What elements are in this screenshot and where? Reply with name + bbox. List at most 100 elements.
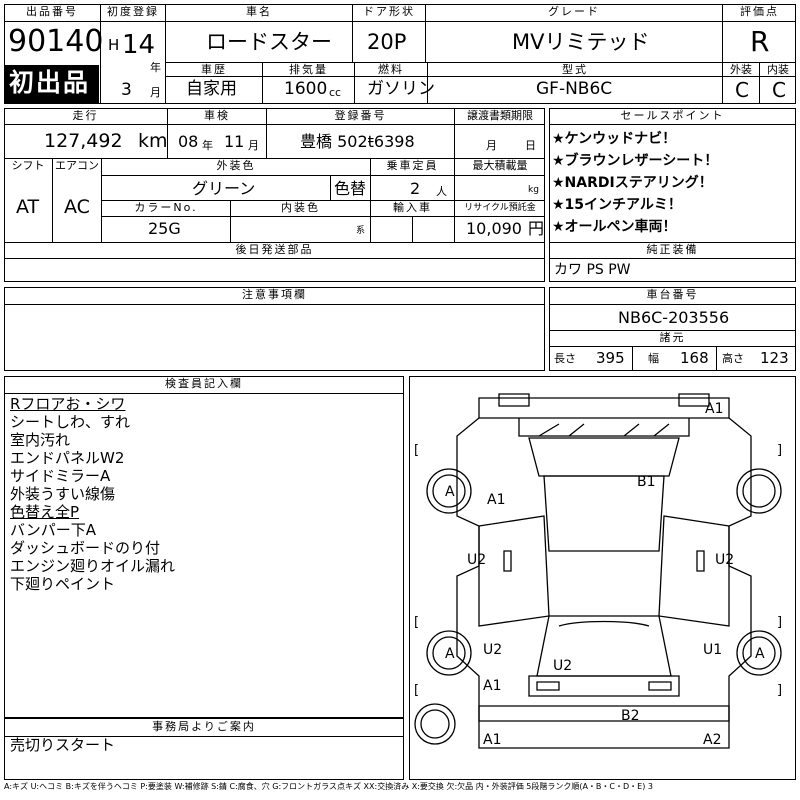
recycle-value: 10,090 [466, 219, 522, 238]
note-line: Rフロアお・シワ [10, 395, 126, 413]
fuel-value: ガソリン [367, 79, 435, 99]
mark-top-right: A1 [705, 401, 723, 417]
mark-rear-left-fender: U2 [483, 642, 502, 658]
height-value: 123 [760, 349, 789, 367]
office-text: 売切りスタート [10, 736, 116, 754]
svg-text:]: ] [777, 443, 782, 458]
chassis-frame [549, 287, 796, 371]
svg-text:[: [ [414, 615, 419, 630]
mark-right-door: U2 [715, 552, 734, 568]
inspection-month-unit: 月 [248, 139, 259, 152]
ac-label: エアコン [55, 159, 99, 172]
ac-value: AC [64, 196, 90, 218]
length-value: 395 [596, 349, 625, 367]
history-value: 自家用 [186, 79, 237, 99]
note-line: バンパー下A [10, 521, 97, 539]
model-name: ロードスター [206, 30, 332, 54]
equipment-label: 純正装備 [646, 243, 699, 256]
note-line: 下廻りペイント [10, 575, 116, 593]
shift-label: シフト [11, 159, 45, 172]
mark-left-door: U2 [467, 552, 486, 568]
office-frame [4, 718, 404, 780]
mark-front-left-fender: A1 [487, 492, 505, 508]
color-label: 外装色 [216, 159, 256, 172]
sales-point: ★ブラウンレザーシート！ [552, 153, 719, 169]
sales-point: ★ケンウッドナビ！ [552, 131, 677, 147]
note-line: 色替え全P [10, 503, 80, 521]
color-value: グリーン [192, 179, 256, 198]
car-diagram: [] [] [] A1 B1 A1 U2 U2 U2 U1 U2 A1 B2 A… [414, 393, 782, 749]
first-reg-month: 3 [121, 80, 132, 100]
svg-text:]: ] [777, 683, 782, 698]
width-value: 168 [680, 349, 709, 367]
height-label: 高さ [722, 352, 744, 365]
score-value: R [750, 25, 770, 58]
fuel-label: 燃料 [378, 63, 404, 76]
era: H [108, 36, 120, 54]
door-value: 20P [367, 30, 407, 54]
transfer-label: 譲渡書類期限 [467, 109, 533, 122]
caution-frame [4, 287, 545, 371]
mileage-label: 走行 [72, 109, 99, 122]
interior-label: 内装 [767, 63, 789, 76]
legend-text: A:キズ U:ヘコミ B:キズを伴うヘコミ P:要塗装 W:補修跡 S:錆 C:… [4, 782, 653, 791]
interior-color-label: 内装色 [281, 201, 320, 214]
mark-wheel-rr: A [755, 646, 765, 662]
length-label: 長さ [554, 352, 576, 365]
exterior-label: 外装 [730, 63, 752, 76]
svg-text:[: [ [414, 683, 419, 698]
office-label: 事務局よりご案内 [152, 720, 256, 733]
width-label: 幅 [648, 352, 659, 365]
header-frame [4, 4, 796, 104]
year-unit: 年 [150, 61, 161, 74]
note-line: エンドパネルW2 [10, 449, 125, 467]
transfer-day-unit: 日 [525, 139, 536, 152]
grade-value: MVリミテッド [512, 30, 650, 54]
inspector-notes: Rフロアお・シワ シートしわ、すれ 室内汚れ エンドパネルW2 サイドミラーA … [10, 395, 175, 593]
color-no-value: 25G [148, 219, 181, 238]
score-label: 評価点 [740, 5, 779, 18]
sales-points-list: ★ケンウッドナビ！ ★ブラウンレザーシート！ ★NARDIステアリング！ ★15… [552, 128, 718, 238]
capacity-unit: 人 [436, 185, 447, 198]
sales-point: ★15インチアルミ！ [552, 197, 682, 213]
car-diagram-frame [409, 376, 796, 780]
mark-bottom-left: A1 [483, 732, 501, 748]
mark-trunk: U2 [553, 658, 572, 674]
inspection-year: 08 [178, 132, 199, 151]
mark-bottom-right: A2 [703, 732, 721, 748]
repaint-value: 色替 [334, 179, 367, 198]
inspector-label: 検査員記入欄 [165, 377, 243, 390]
svg-text:[: [ [414, 443, 419, 458]
recycle-unit: 円 [528, 219, 545, 238]
plate-label: 登録番号 [334, 109, 387, 122]
lot-number: 90140 [8, 24, 104, 59]
model-label: 車名 [246, 5, 272, 18]
door-label: ドア形状 [363, 5, 415, 18]
note-line: シートしわ、すれ [10, 413, 131, 431]
first-reg-year: 14 [122, 30, 156, 60]
note-line: 室内汚れ [10, 431, 71, 449]
chassis-label: 車台番号 [646, 288, 699, 301]
mark-rear-right-fender: U1 [703, 642, 722, 658]
color-no-label: カラーNo. [134, 201, 198, 214]
caution-label: 注意事項欄 [242, 288, 307, 301]
import-label: 輸入車 [393, 201, 432, 214]
interior-color-unit: 系 [356, 226, 366, 236]
transfer-month-unit: 月 [486, 139, 497, 152]
displacement-value: 1600 [284, 79, 328, 99]
first-time-badge [5, 65, 99, 103]
grade-label: グレード [548, 5, 600, 18]
chassis-number: NB6C-203556 [618, 308, 730, 327]
capacity-value: 2 [410, 179, 421, 198]
month-unit: 月 [150, 86, 161, 99]
max-load-unit: kg [528, 185, 539, 195]
note-line: エンジン廻りオイル漏れ [10, 557, 176, 575]
interior-grade: C [772, 78, 786, 102]
note-line: ダッシュボードのり付 [10, 539, 161, 557]
type-value: GF-NB6C [536, 79, 613, 99]
mark-wheel-fl: A [445, 484, 455, 500]
mileage-value: 127,492 [44, 130, 123, 152]
lot-label: 出品番号 [26, 5, 78, 18]
max-load-label: 最大積載量 [472, 159, 528, 172]
sales-frame [549, 108, 796, 282]
